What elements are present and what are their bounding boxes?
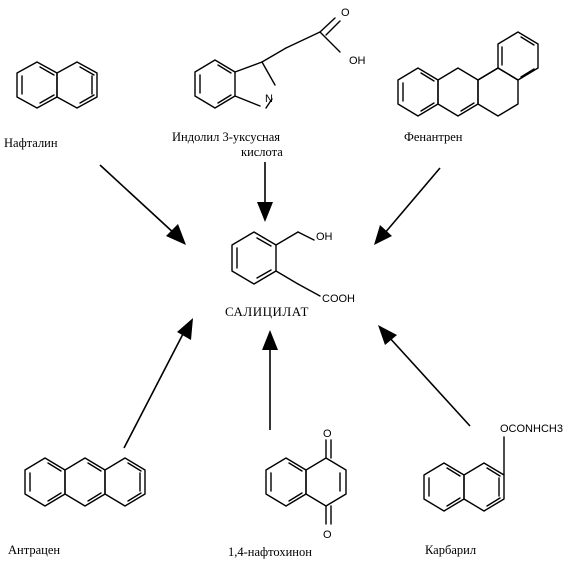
anthracene-structure bbox=[24, 457, 146, 507]
quinone-o-top: O bbox=[323, 428, 332, 440]
arrowhead-naphthoquinone bbox=[262, 330, 278, 350]
salicylate-cooh: COOH bbox=[322, 293, 355, 305]
quinone-o-bottom: O bbox=[323, 529, 332, 541]
phenanthrene-structure bbox=[397, 31, 539, 117]
carbaryl-substituent: OCONHCH3 bbox=[500, 423, 563, 435]
salicylate-oh: OH bbox=[316, 231, 333, 243]
carbaryl-structure: OCONHCH3 bbox=[423, 423, 563, 512]
arrow-naphthalene bbox=[99, 164, 177, 236]
arrow-phenanthrene bbox=[383, 167, 441, 235]
naphthalene-structure bbox=[16, 61, 98, 109]
label-carbaryl: Карбарил bbox=[425, 543, 477, 557]
label-anthracene: Антрацен bbox=[8, 543, 61, 557]
arrowhead-anthracene bbox=[177, 318, 193, 340]
label-indole-line2: кислота bbox=[241, 145, 283, 159]
atom-n: N bbox=[265, 93, 273, 105]
label-naphthalene: Нафталин bbox=[4, 136, 58, 150]
salicylate-structure: OH COOH bbox=[231, 231, 355, 305]
naphthoquinone-structure: O O bbox=[265, 428, 347, 541]
arrowhead-naphthalene bbox=[166, 224, 186, 245]
arrows bbox=[99, 162, 471, 449]
arrowhead-carbaryl bbox=[378, 325, 397, 345]
arrowhead-indole bbox=[257, 202, 273, 222]
arrow-anthracene bbox=[123, 331, 185, 449]
atom-o-carbonyl: O bbox=[341, 7, 350, 19]
label-phenanthrene: Фенантрен bbox=[404, 130, 463, 144]
arrowhead-phenanthrene bbox=[374, 225, 392, 245]
label-indole-line1: Индолил 3-уксусная bbox=[172, 130, 281, 144]
label-naphthoquinone: 1,4-нафтохинон bbox=[228, 545, 312, 559]
atom-oh: OH bbox=[349, 55, 366, 67]
indole-acetic-acid-structure: O OH N bbox=[194, 7, 366, 109]
label-salicylate: САЛИЦИЛАТ bbox=[225, 304, 309, 319]
arrow-carbaryl bbox=[387, 335, 471, 427]
